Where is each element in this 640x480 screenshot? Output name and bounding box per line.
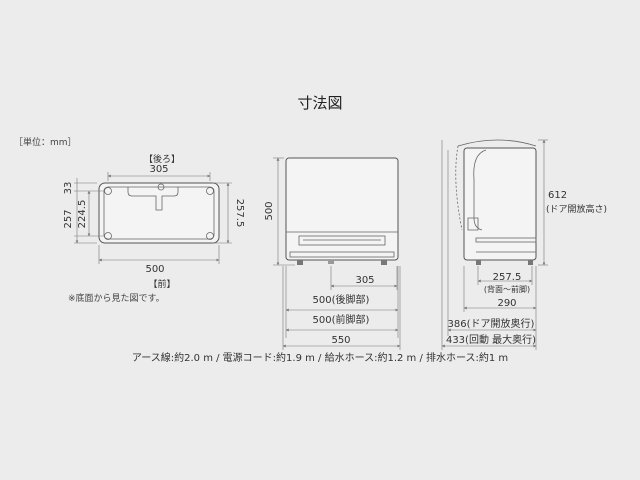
rear-foot-left [328,260,334,264]
door-handle [298,235,386,246]
base-inner-outline [103,186,215,240]
front-view: 500 305 500(後脚部) 500(前脚部) 550 [264,157,401,350]
hose-connector [467,217,479,231]
unit-label: ［単位：mm］ [14,138,77,148]
door-swing-arc [455,145,463,231]
drain-port [157,183,165,191]
dim-224-5: 224.5 [77,200,88,229]
foot-front-left [104,232,112,240]
dim-width-500: 500 [145,264,164,275]
dim-height-500: 500 [264,201,275,220]
front-body [285,157,399,261]
foot-rear-left [104,187,112,195]
dim-back-to-front-foot-257-5: 257.5 [493,272,522,283]
drain-cutout [127,187,179,211]
dim-max-depth-433: 433(回動 最大奥行) [446,333,536,346]
front-foot-right [381,260,387,265]
side-door-panel [475,237,537,243]
front-foot-left [297,260,303,265]
dim-door-open-height-612: 612 [548,190,567,201]
accessory-lengths: アース線:約2.0 m / 電源コード:約1.9 m / 給水ホース:約1.2 … [131,353,509,364]
back-label: 【後ろ】 [144,153,180,165]
dim-front-feet-500: 500(前脚部) [313,313,370,326]
bottom-view-note: ※底面から見た図です。 [68,294,165,304]
foot-rear-right [206,187,214,195]
dim-rear-feet-500: 500(後脚部) [313,293,370,306]
page-title: 寸法図 [297,94,343,112]
dim-door-open-depth-386: 386(ドア開放奥行) [448,317,535,330]
dim-foot-spacing-305: 305 [149,164,168,175]
dim-back-to-front-foot-note: (背面～前脚) [484,284,530,294]
dim-257: 257 [63,209,74,228]
dim-257-5: 257.5 [234,199,245,228]
side-view: 612 (ドア開放高さ) 257.5 (背面～前脚) 290 386(ドア開放奥… [441,139,607,350]
base-outline [98,182,220,244]
front-base-panel [289,251,395,258]
foot-front-right [206,232,214,240]
dim-overall-550: 550 [331,335,350,346]
side-body [463,147,537,261]
side-foot-front [528,260,533,265]
side-foot-rear [476,260,481,265]
dim-33: 33 [63,182,74,195]
bottom-view: 【後ろ】 【前】 305 500 33 257 224.5 [63,153,245,290]
dim-door-open-height-note: (ドア開放高さ) [546,203,607,215]
front-label: 【前】 [148,278,175,290]
lid-swing-arc [457,139,537,147]
dim-depth-290: 290 [497,298,516,309]
dim-rear-foot-305: 305 [355,275,374,286]
